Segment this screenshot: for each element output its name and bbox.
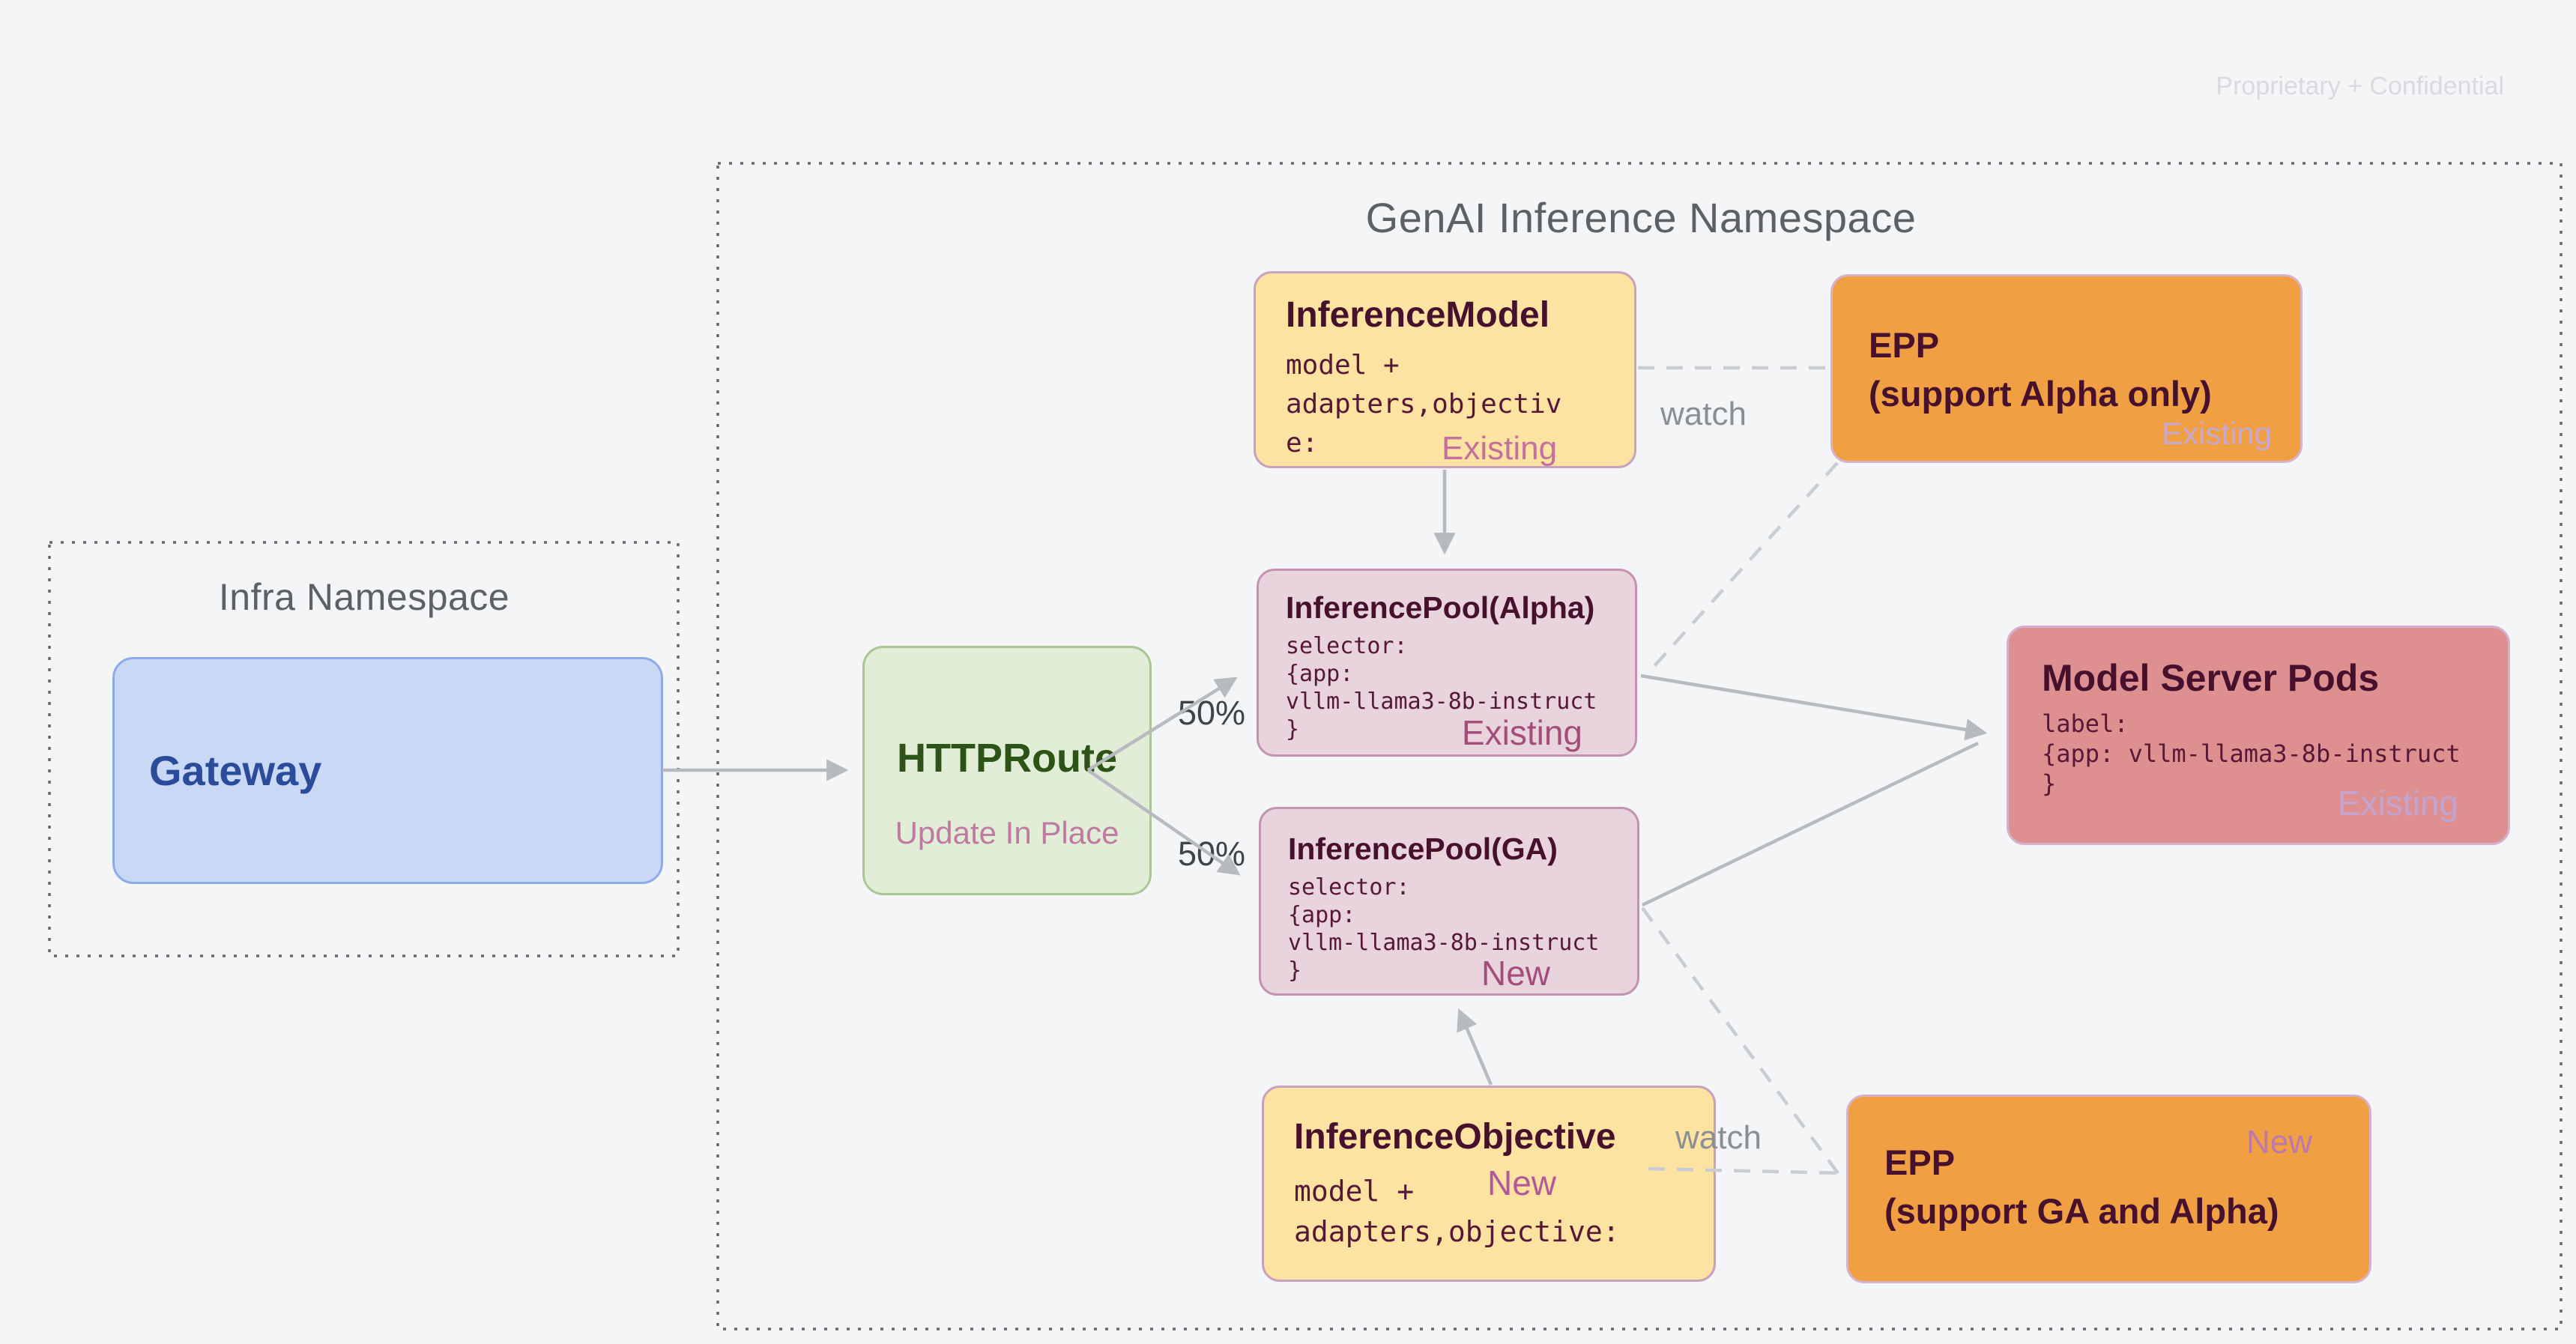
traffic-split-lower-label: 50% xyxy=(1178,835,1246,873)
status-badge: New xyxy=(2246,1124,2312,1160)
edge-pool-alpha-to-pods xyxy=(1640,673,1988,741)
code-line: } xyxy=(1286,716,1300,743)
gateway-title: Gateway xyxy=(149,746,322,794)
httproute-title: HTTPRoute xyxy=(897,736,1117,781)
epp-alpha-title-line1: EPP xyxy=(1869,325,1940,365)
edge-watch-epp-alpha-pool-alpha xyxy=(1645,461,1839,676)
confidential-note: Proprietary + Confidential xyxy=(2216,72,2504,100)
watch-top-label: watch xyxy=(1660,396,1747,432)
code-line: selector: xyxy=(1286,633,1408,660)
inference-model-title: InferenceModel xyxy=(1286,295,1550,335)
code-line: model + xyxy=(1286,350,1400,381)
edge-inference-objective-to-pool-ga xyxy=(1457,1008,1493,1086)
code-line: adapters,objectiv xyxy=(1286,389,1562,420)
httproute-node: HTTPRoute Update In Place xyxy=(862,646,1152,895)
status-badge: Existing xyxy=(1442,430,1558,467)
epp-ga-title-line2: (support GA and Alpha) xyxy=(1884,1190,2279,1231)
edge-pool-ga-to-pods xyxy=(1642,741,1979,907)
genai-namespace-title: GenAI Inference Namespace xyxy=(1365,194,1917,241)
status-badge: Existing xyxy=(2161,416,2272,451)
pool-ga-spec: selector:{app:vllm-llama3-8b-instruct} xyxy=(1288,874,1637,984)
status-badge: New xyxy=(1487,1163,1557,1202)
code-line: } xyxy=(1288,957,1302,984)
pods-title: Model Server Pods xyxy=(2042,657,2380,699)
epp-alpha-node: EPP (support Alpha only) Existing xyxy=(1830,274,2303,463)
inference-objective-node: InferenceObjective model +adapters,objec… xyxy=(1262,1086,1716,1282)
status-badge: Existing xyxy=(1461,713,1582,752)
code-line: {app: xyxy=(1288,902,1356,929)
code-line: {app: xyxy=(1286,661,1354,688)
pool-alpha-spec: selector:{app:vllm-llama3-8b-instruct} xyxy=(1286,632,1635,743)
epp-alpha-title: EPP (support Alpha only) xyxy=(1869,321,2300,419)
code-line: label: xyxy=(2042,709,2129,738)
epp-alpha-title-line2: (support Alpha only) xyxy=(1869,373,2212,414)
code-line: vllm-llama3-8b-instruct xyxy=(1288,930,1600,957)
code-line: adapters,objective: xyxy=(1294,1215,1620,1249)
status-badge: New xyxy=(1481,954,1550,993)
status-badge: Existing xyxy=(2337,784,2458,823)
httproute-subtitle: Update In Place xyxy=(895,815,1119,851)
traffic-split-upper-label: 50% xyxy=(1178,694,1246,732)
code-line: selector: xyxy=(1288,874,1410,901)
inference-pool-ga-node: InferencePool(GA) selector:{app:vllm-lla… xyxy=(1259,807,1639,996)
pool-ga-title: InferencePool(GA) xyxy=(1288,832,1558,866)
watch-bottom-label: watch xyxy=(1675,1119,1762,1156)
code-line: {app: vllm-llama3-8b-instruct xyxy=(2042,739,2461,768)
inference-pool-alpha-node: InferencePool(Alpha) selector:{app:vllm-… xyxy=(1257,569,1637,757)
gateway-node: Gateway xyxy=(112,657,663,884)
model-server-pods-node: Model Server Pods label:{app: vllm-llama… xyxy=(2007,626,2510,845)
pool-alpha-title: InferencePool(Alpha) xyxy=(1286,590,1595,625)
inference-objective-title: InferenceObjective xyxy=(1294,1117,1616,1157)
infra-namespace-title: Infra Namespace xyxy=(218,576,510,618)
epp-ga-node: EPP(support GA and Alpha) New xyxy=(1846,1095,2371,1283)
code-line: vllm-llama3-8b-instruct xyxy=(1286,688,1597,715)
